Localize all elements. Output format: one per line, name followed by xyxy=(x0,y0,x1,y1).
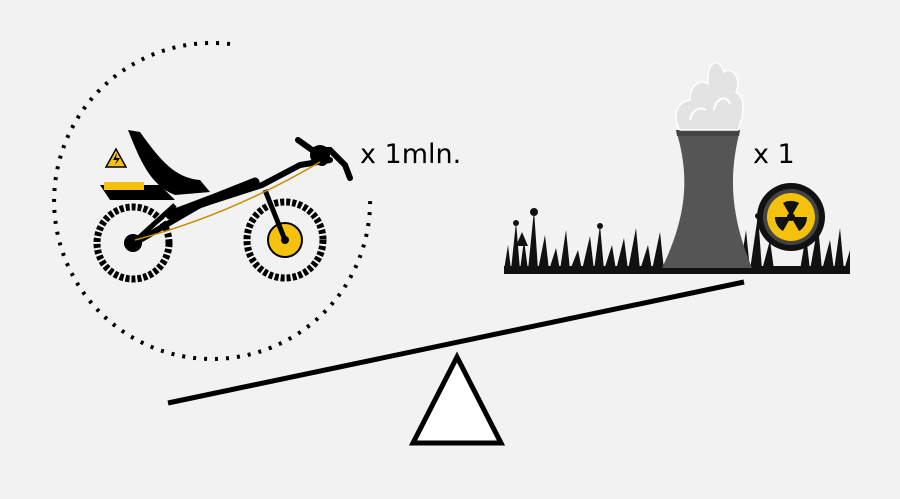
radiation-symbol-icon xyxy=(757,183,825,251)
cooling-tower-icon xyxy=(662,130,752,268)
steam-cloud-icon xyxy=(675,61,744,131)
recumbent-bicycle-icon xyxy=(93,130,353,283)
dotted-ring-icon xyxy=(52,41,373,361)
right-multiplier-label: x 1 xyxy=(753,139,795,170)
high-voltage-warning-icon xyxy=(104,147,128,168)
fulcrum-triangle-icon xyxy=(408,351,506,446)
seesaw-plank-icon xyxy=(167,279,745,406)
left-multiplier-label: x 1mln. xyxy=(360,139,462,170)
